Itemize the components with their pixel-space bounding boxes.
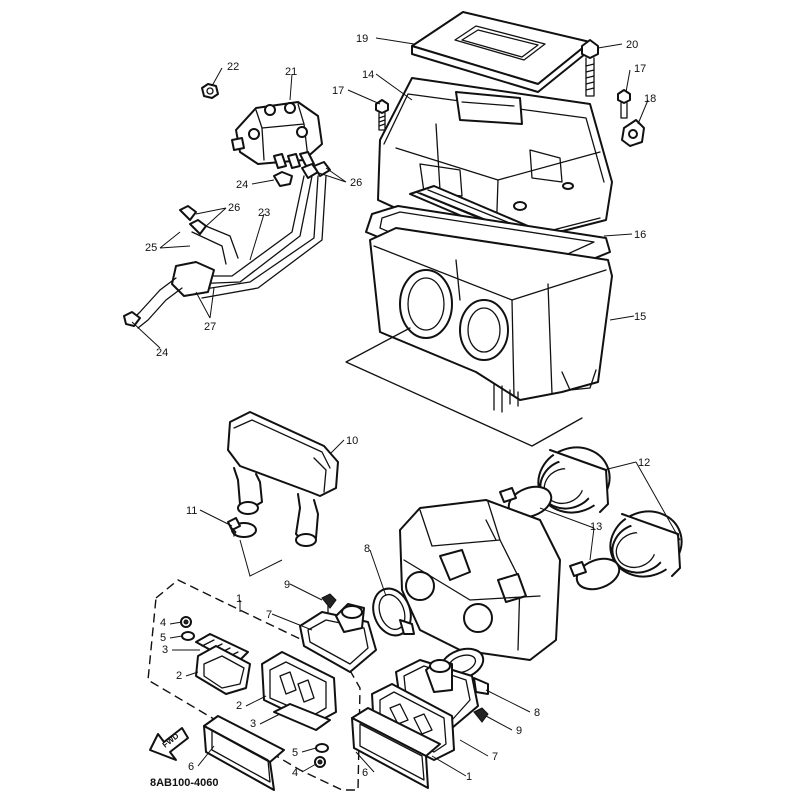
callout-8-upper: 8	[364, 543, 370, 555]
callout-1-upper: 1	[236, 593, 242, 605]
callout-4-lower: 4	[292, 767, 298, 779]
carburetor-assembly	[399, 499, 561, 661]
callout-labels: 19 20 14 17 17 18 22 21 24 26 26 23 25 2…	[145, 33, 656, 783]
part-12-joint-lower	[609, 510, 683, 578]
callout-7-upper: 7	[266, 609, 272, 621]
leader-lines	[131, 37, 681, 777]
callout-5-lower: 5	[292, 747, 298, 759]
callout-21: 21	[285, 66, 297, 78]
callout-22: 22	[227, 61, 239, 73]
callout-26-upper: 26	[350, 177, 362, 189]
part-2-reed-block-upper	[195, 645, 251, 695]
callout-4-upper: 4	[160, 617, 166, 629]
part-12-joint-upper	[537, 446, 611, 514]
part-18-clip	[621, 119, 645, 147]
callout-14: 14	[362, 69, 374, 81]
callout-11: 11	[186, 505, 197, 517]
callout-10: 10	[346, 435, 358, 447]
callout-6-left: 6	[188, 761, 194, 773]
callout-12: 12	[638, 457, 650, 469]
part-9-screw-lower	[473, 707, 489, 723]
callout-24-lower: 24	[156, 347, 168, 359]
part-10-air-duct	[227, 411, 339, 547]
callout-15: 15	[634, 311, 646, 323]
callout-26-left: 26	[228, 202, 240, 214]
callout-8-lower: 8	[534, 707, 540, 719]
part-20-bolt	[581, 39, 599, 97]
callout-3-lower: 3	[250, 718, 256, 730]
part-24-clip-lower	[123, 311, 141, 327]
part-4-screw-upper	[180, 616, 192, 628]
part-2-reed-block-middle	[261, 651, 337, 725]
part-9-screw-upper	[321, 593, 337, 615]
part-24-clip-upper	[273, 171, 293, 187]
part-26-clips-left	[179, 205, 207, 235]
part-7-manifold-lower	[395, 659, 479, 729]
part-4-screw-lower	[314, 756, 326, 768]
part-19-filter-cover	[411, 11, 591, 93]
callout-19: 19	[356, 33, 368, 45]
callout-3-upper: 3	[162, 644, 168, 656]
part-14-upper-case	[377, 77, 613, 251]
part-17-bolt-left	[375, 99, 389, 131]
diagram-code: 8AB100-4060	[150, 777, 219, 789]
callout-2-upper: 2	[176, 670, 182, 682]
callout-25: 25	[145, 242, 157, 254]
part-6-gasket-left	[203, 715, 285, 791]
part-13-clamp-upper	[499, 485, 553, 519]
part-8-joint-upper	[372, 587, 415, 637]
part-21-fuel-pump	[231, 101, 323, 169]
callout-18: 18	[644, 93, 656, 105]
callout-9-upper: 9	[284, 579, 290, 591]
part-22-nut	[201, 83, 219, 99]
callout-23: 23	[258, 207, 270, 219]
alignment-line-case	[345, 327, 583, 447]
callout-17-left: 17	[332, 85, 344, 97]
fwd-arrow-icon: FWD	[149, 727, 189, 761]
callout-7-lower: 7	[492, 751, 498, 763]
part-3-reed-lower	[273, 703, 331, 731]
part-6-gasket-lower	[351, 707, 441, 789]
callout-6-right: 6	[362, 767, 368, 779]
callout-5-upper: 5	[160, 632, 166, 644]
part-15-lower-case	[369, 227, 613, 413]
callout-20: 20	[626, 39, 638, 51]
part-11-clamp	[227, 517, 257, 538]
callout-27: 27	[204, 321, 216, 333]
callout-9-lower: 9	[516, 725, 522, 737]
callout-13: 13	[590, 521, 602, 533]
part-5-washer-lower	[315, 743, 329, 753]
part-23-hoses	[131, 175, 327, 329]
callout-16: 16	[634, 229, 646, 241]
part-5-washer-upper	[181, 631, 195, 641]
callout-1-lower: 1	[466, 771, 472, 783]
part-13-clamp-lower	[569, 557, 621, 591]
callout-17-right: 17	[634, 63, 646, 75]
part-7-manifold-upper	[299, 603, 377, 673]
part-17-bolt-right	[617, 89, 631, 119]
callout-24-upper: 24	[236, 179, 248, 191]
callout-2-middle: 2	[236, 700, 242, 712]
